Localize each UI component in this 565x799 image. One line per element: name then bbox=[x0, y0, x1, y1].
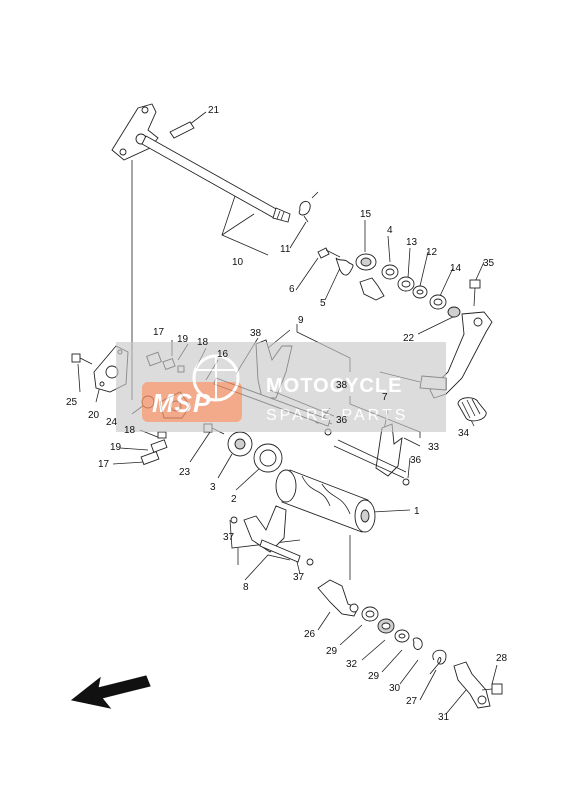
shift-arm bbox=[317, 579, 359, 617]
callout-7: 7 bbox=[382, 392, 388, 403]
callout-23: 23 bbox=[179, 467, 191, 478]
callout-31: 31 bbox=[438, 712, 450, 723]
watermark-line1: MOTOCYCLE bbox=[266, 375, 402, 397]
shift-shaft-lever-plate bbox=[111, 103, 159, 161]
callout-12: 12 bbox=[426, 247, 438, 258]
callout-25: 25 bbox=[66, 397, 78, 408]
callout-3: 3 bbox=[210, 482, 216, 493]
stopper-lever bbox=[359, 277, 385, 301]
callout-34: 34 bbox=[458, 428, 470, 439]
watermark-logo-icon bbox=[142, 354, 242, 422]
callout-29-left: 29 bbox=[326, 646, 338, 657]
collar bbox=[355, 253, 377, 271]
callout-33: 33 bbox=[428, 442, 440, 453]
watermark: MSP MOTOCYCLE SPARE PARTS bbox=[116, 342, 446, 432]
callout-labels: 21 10 11 15 4 13 12 14 35 6 5 9 22 38 17… bbox=[66, 105, 508, 723]
shift-drum bbox=[275, 469, 376, 533]
callout-19-top: 19 bbox=[177, 334, 189, 345]
callout-36-bottom: 36 bbox=[410, 455, 422, 466]
washer-set bbox=[381, 264, 461, 318]
callout-20: 20 bbox=[88, 410, 100, 421]
callout-9: 9 bbox=[298, 315, 304, 326]
shift-shaft bbox=[141, 135, 291, 223]
return-spring bbox=[298, 191, 319, 223]
drum-stopper bbox=[227, 431, 253, 457]
callout-4: 4 bbox=[387, 225, 393, 236]
shift-pin bbox=[169, 121, 195, 139]
front-direction-arrow-icon bbox=[70, 675, 151, 709]
pedal-bolt bbox=[469, 279, 481, 307]
callout-2: 2 bbox=[231, 494, 237, 505]
shift-arm-spring bbox=[429, 649, 447, 675]
callout-28: 28 bbox=[496, 653, 508, 664]
watermark-line2: SPARE PARTS bbox=[266, 407, 408, 424]
callout-17-bottom: 17 bbox=[98, 459, 110, 470]
callout-11: 11 bbox=[280, 244, 291, 255]
callout-8: 8 bbox=[243, 582, 249, 593]
shaft-washers bbox=[361, 606, 423, 650]
callout-21: 21 bbox=[208, 105, 220, 116]
watermark-brand: MSP bbox=[152, 388, 211, 418]
guide-bolt bbox=[481, 683, 503, 695]
shift-fork-lower bbox=[230, 505, 314, 566]
callout-36-mid: 36 bbox=[336, 415, 348, 426]
stopper-spring bbox=[335, 257, 354, 276]
callout-30: 30 bbox=[389, 683, 401, 694]
callout-37-right: 37 bbox=[293, 572, 305, 583]
bearing bbox=[253, 443, 283, 473]
bolt bbox=[317, 247, 341, 259]
callout-13: 13 bbox=[406, 237, 418, 248]
callout-37-left: 37 bbox=[223, 532, 235, 543]
callout-35: 35 bbox=[483, 258, 495, 269]
callout-32: 32 bbox=[346, 659, 358, 670]
holder-bolt bbox=[71, 353, 93, 365]
callout-18-bottom: 18 bbox=[124, 425, 136, 436]
callout-29-right: 29 bbox=[368, 671, 380, 682]
shift-guide-lever bbox=[453, 661, 491, 709]
callout-27: 27 bbox=[406, 696, 418, 707]
callout-38-mid: 38 bbox=[336, 380, 348, 391]
callout-14: 14 bbox=[450, 263, 462, 274]
callout-24: 24 bbox=[106, 417, 118, 428]
callout-18-top: 18 bbox=[197, 337, 209, 348]
callout-15: 15 bbox=[360, 209, 372, 220]
callout-17-top: 17 bbox=[153, 327, 165, 338]
callout-22: 22 bbox=[403, 333, 415, 344]
callout-38-top: 38 bbox=[250, 328, 262, 339]
shift-fork-middle bbox=[333, 423, 410, 486]
callout-1: 1 bbox=[414, 506, 420, 517]
callout-6: 6 bbox=[289, 284, 295, 295]
callout-5: 5 bbox=[320, 298, 326, 309]
callout-10: 10 bbox=[232, 257, 244, 268]
callout-26: 26 bbox=[304, 629, 316, 640]
callout-19-bottom: 19 bbox=[110, 442, 122, 453]
callout-16: 16 bbox=[217, 349, 229, 360]
